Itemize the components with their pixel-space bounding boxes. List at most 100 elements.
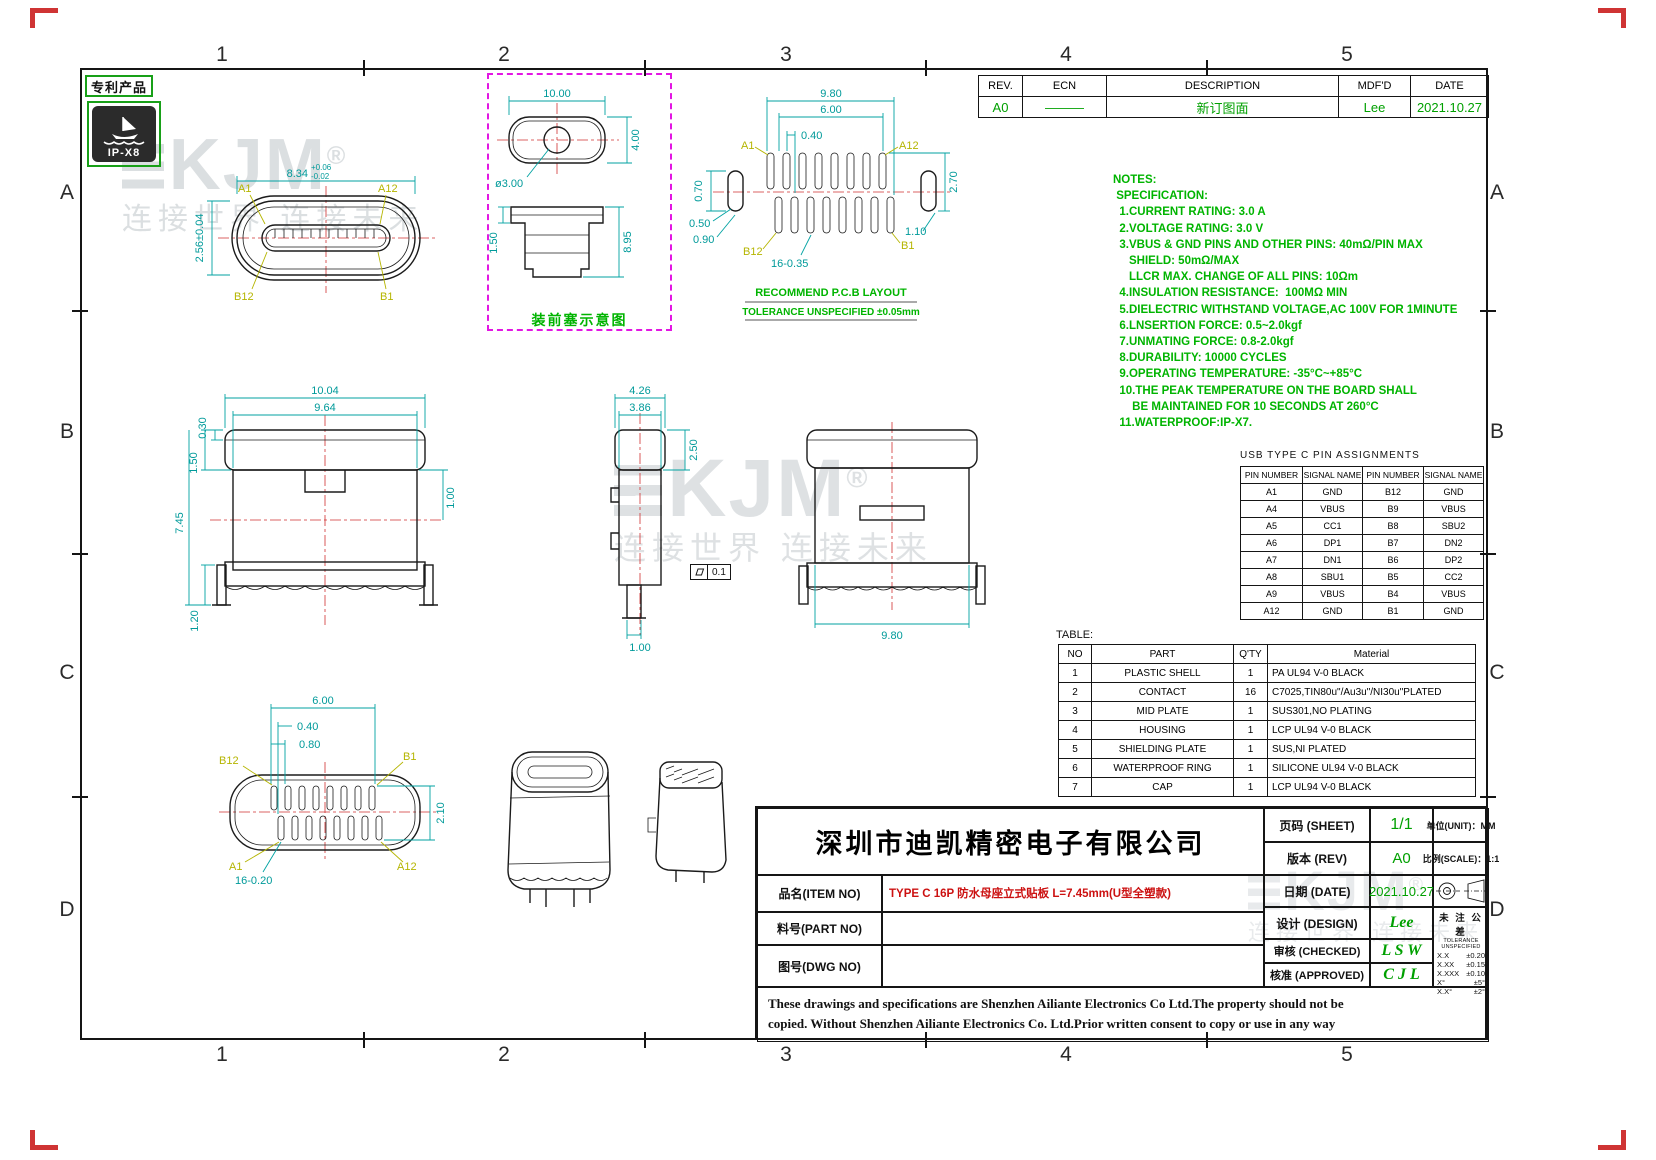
disclaimer: These drawings and specifications are Sh… — [757, 987, 1489, 1042]
svg-text:2.50: 2.50 — [688, 439, 700, 460]
third-angle-projection-icon — [1436, 879, 1488, 903]
note-line: 1.CURRENT RATING: 3.0 A — [1113, 206, 1266, 219]
svg-text:0.50: 0.50 — [689, 218, 710, 230]
approved-label: 核准 (APPROVED) — [1264, 963, 1370, 987]
dim-cap-width: 10.00 — [508, 88, 606, 115]
dim-front-w1: 10.04 — [224, 385, 426, 428]
grid-col-label: 3 — [780, 1043, 792, 1066]
note-line: 9.OPERATING TEMPERATURE: -35°C~+85°C — [1113, 368, 1363, 381]
svg-text:9.80: 9.80 — [881, 630, 902, 642]
date-value: 2021.10.27 — [1369, 875, 1434, 907]
svg-text:A1: A1 — [229, 861, 242, 873]
svg-text:0.30: 0.30 — [197, 417, 209, 438]
materials-table-title: TABLE: — [1056, 629, 1094, 641]
patent-product-badge: 专利产品 — [85, 75, 153, 97]
view-isometric — [507, 751, 727, 907]
approved-value: C J L — [1370, 963, 1433, 987]
dim-cap-lip: 1.50 — [488, 206, 510, 254]
dim-front-w2: 9.64 — [232, 402, 418, 468]
note-line: 10.THE PEAK TEMPERATURE ON THE BOARD SHA… — [1113, 384, 1417, 397]
note-line: 2.VOLTAGE RATING: 3.0 V — [1113, 222, 1264, 235]
projection-symbol-cell — [1433, 875, 1489, 907]
view-bottom: 6.00 0.40 0.80 2.10 16-0.20 B12 B1 A1 — [219, 695, 447, 887]
dim-pcb-pitch: 0.40 — [786, 130, 822, 193]
note-line: 11.WATERPROOF:IP-X7. — [1113, 417, 1253, 430]
svg-text:1.20: 1.20 — [189, 610, 201, 631]
svg-text:B1: B1 — [403, 751, 416, 763]
corner-mark-bottom-left — [30, 1130, 58, 1150]
svg-text:B1: B1 — [901, 240, 914, 252]
cap-top-view — [508, 116, 606, 164]
svg-text:6.00: 6.00 — [312, 695, 333, 707]
svg-text:1.00: 1.00 — [445, 487, 457, 508]
svg-text:B12: B12 — [219, 755, 239, 767]
dim-height: 2.56±0.04 — [194, 200, 230, 276]
view-front-assembled: 10.04 9.64 0.30 1.50 7.45 1.20 — [175, 385, 457, 632]
svg-text:0.40: 0.40 — [801, 130, 822, 142]
view-rear: 9.80 — [798, 422, 986, 642]
flatness-callout: 0.1 — [690, 564, 731, 580]
mating-face-outline — [231, 195, 421, 281]
item-no-label: 品名(ITEM NO) — [757, 875, 882, 912]
note-line: 4.INSULATION RESISTANCE: 100MΩ MIN — [1113, 287, 1348, 300]
isometric-view-1 — [507, 751, 611, 907]
note-line: SPECIFICATION: — [1113, 190, 1208, 203]
tolerance-row: X°±5° — [1437, 978, 1485, 987]
svg-text:0.90: 0.90 — [693, 234, 714, 246]
grid-col-label: 1 — [216, 1043, 228, 1066]
design-value: Lee — [1370, 907, 1433, 939]
mat-header: PART — [1091, 644, 1234, 664]
bottom-pads-upper-row — [270, 785, 376, 811]
dim-pcb-slots: 16-0.35 — [771, 234, 812, 270]
mat-header: Material — [1267, 644, 1476, 664]
tolerance-title: 未 注 公 差 — [1439, 913, 1483, 938]
note-line: 5.DIELECTRIC WITHSTAND VOLTAGE,AC 100V F… — [1113, 303, 1458, 316]
note-line: LLCR MAX. CHANGE OF ALL PINS: 10Ωm — [1113, 271, 1358, 284]
svg-text:A1: A1 — [238, 183, 251, 195]
note-line: 3.VBUS & GND PINS AND OTHER PINS: 40mΩ/P… — [1113, 238, 1423, 251]
svg-text:1.00: 1.00 — [629, 642, 650, 654]
dim-side-h: 2.50 — [663, 429, 700, 471]
svg-text:2.10: 2.10 — [435, 802, 447, 823]
view-side: 4.26 3.86 2.50 1.00 — [610, 385, 700, 654]
dim-width: 8.34 +0.06 -0.02 — [236, 163, 416, 194]
grid-row-label: B — [59, 420, 75, 443]
grid-row-label: A — [59, 181, 75, 204]
rev-header: DESCRIPTION — [1106, 75, 1339, 97]
tolerance-row: X.X±0.20 — [1437, 951, 1485, 960]
svg-text:16-0.20: 16-0.20 — [235, 875, 272, 887]
checked-label: 审核 (CHECKED) — [1264, 939, 1370, 963]
corner-mark-bottom-right — [1598, 1130, 1626, 1150]
note-line: 6.LNSERTION FORCE: 0.5~2.0kgf — [1113, 319, 1302, 332]
dim-pcb-height: 2.70 — [889, 152, 960, 212]
pcb-pin-callouts: A1 A12 B12 B1 — [741, 140, 919, 258]
pin-header: PIN NUMBER — [1362, 466, 1424, 484]
dim-bottom-span: 6.00 — [270, 695, 376, 784]
dim-rear-width: 9.80 — [814, 565, 970, 642]
tolerance-subtitle: TOLERANCE UNSPECIFIED — [1441, 938, 1481, 950]
dim-bottom-slots: 16-0.20 — [235, 841, 282, 887]
dim-front-leg: 1.20 — [189, 564, 215, 632]
dim-cap-body-height: 8.95 — [583, 206, 634, 278]
svg-text:A12: A12 — [397, 861, 417, 873]
svg-text:B12: B12 — [234, 291, 254, 303]
dwg-no-value — [882, 945, 1264, 987]
grid-col-label: 2 — [498, 43, 510, 66]
svg-text:2.56±0.04: 2.56±0.04 — [194, 214, 206, 263]
dim-side-w1: 4.26 — [614, 385, 666, 428]
svg-text:TOLERANCE UNSPECIFIED ±0.05m: TOLERANCE UNSPECIFIED ±0.05mm — [742, 307, 920, 318]
svg-text:1.10: 1.10 — [905, 226, 926, 238]
rev-header: MDF'D — [1338, 75, 1411, 97]
grid-col-label: 5 — [1341, 1043, 1353, 1066]
svg-text:A12: A12 — [899, 140, 919, 152]
svg-text:A12: A12 — [378, 183, 398, 195]
